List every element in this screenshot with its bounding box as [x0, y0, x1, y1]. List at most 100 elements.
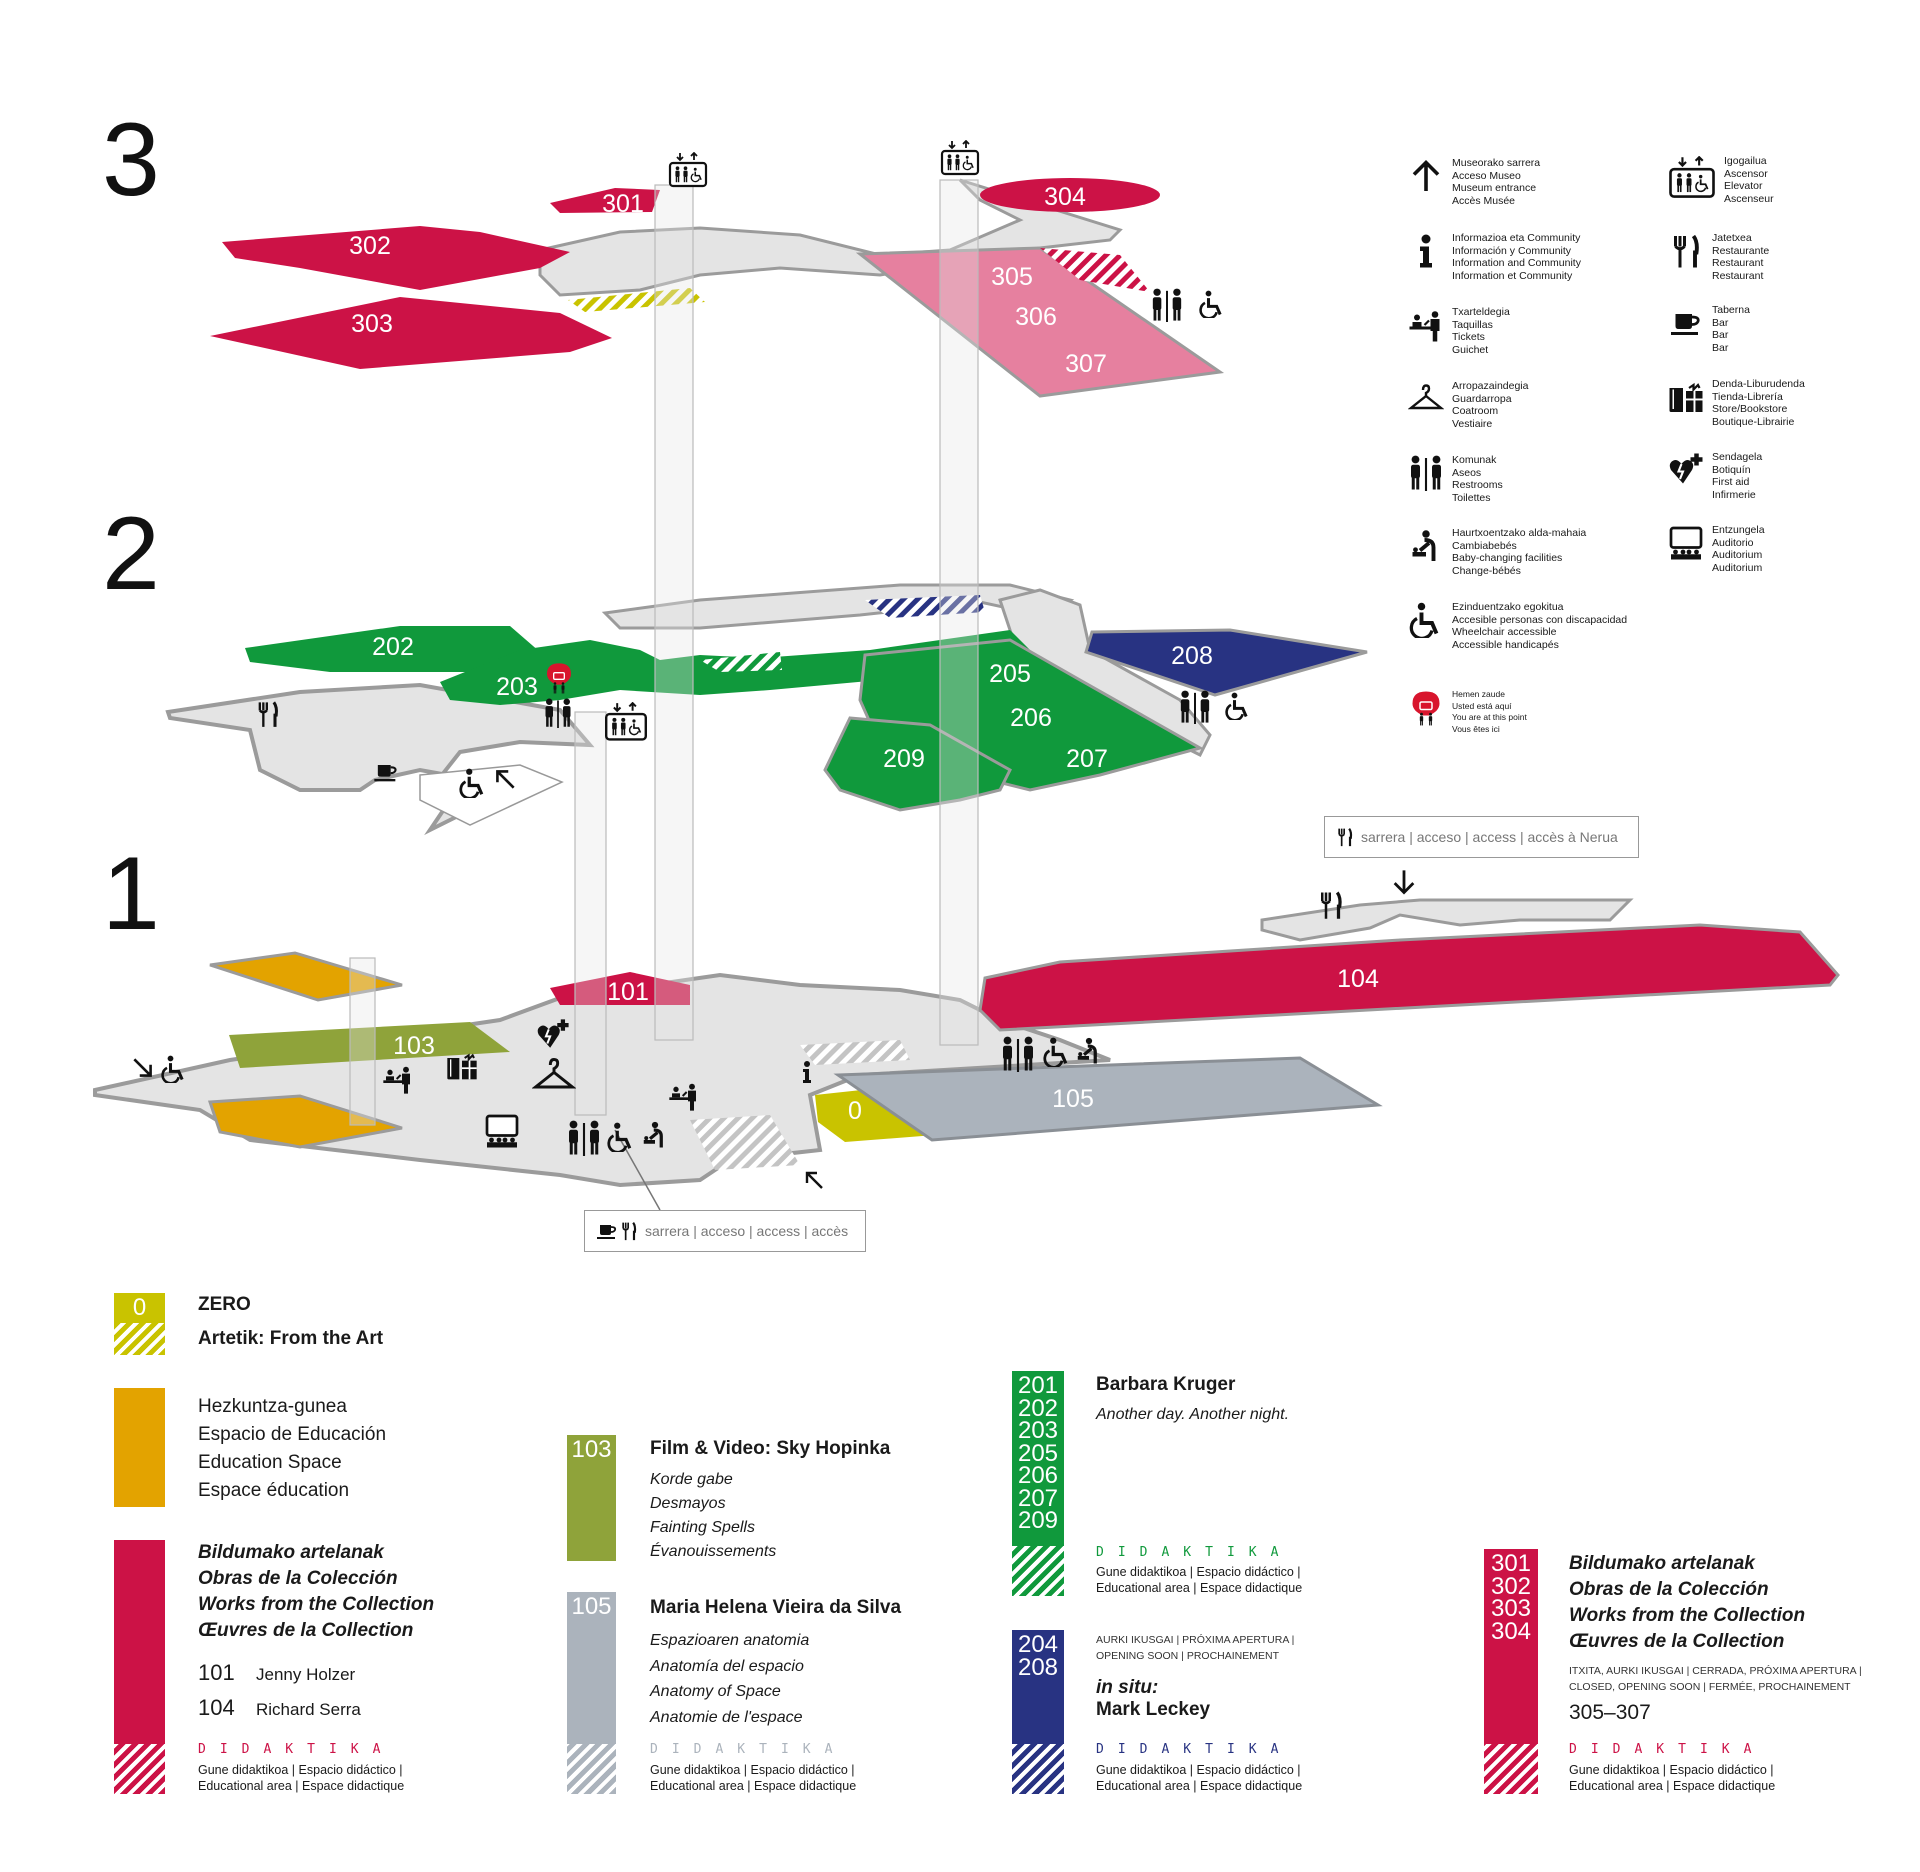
room-number: 104 — [198, 1695, 235, 1720]
legend-label-line: Información y Community — [1452, 244, 1572, 257]
room-label-103: 103 — [393, 1032, 435, 1060]
room-number: 303 — [1490, 1595, 1532, 1622]
legend-label-line: Jatetxea — [1712, 232, 1752, 244]
wheelchair-icon — [1408, 602, 1444, 638]
room-209 — [823, 716, 1012, 812]
floor-2-number: 2 — [102, 496, 160, 612]
legend-label-line: Taberna — [1712, 304, 1750, 316]
legend-label-line: First aid — [1712, 476, 1750, 488]
work-title: Korde gabe — [650, 1471, 733, 1488]
hopinka-title: Film & Video: Sky Hopinka — [650, 1438, 891, 1459]
legend-label-line: Acceso Museo — [1452, 169, 1521, 182]
room-label-203: 203 — [496, 673, 538, 701]
room-label-206: 206 — [1010, 704, 1052, 732]
education-space-lower — [207, 1094, 403, 1149]
floor-3-circulation — [538, 178, 1123, 297]
room-label-0: 0 — [848, 1097, 862, 1125]
floor-1-number: 1 — [102, 836, 160, 952]
main-access-box: sarrera | acceso | access | accès — [584, 1210, 866, 1252]
legend-label-line: Vestiaire — [1452, 417, 1493, 430]
didaktika-line: Educational area | Espace didactique — [1096, 1581, 1303, 1595]
hopinka-works: Korde gabe Desmayos Fainting Spells Évan… — [650, 1468, 776, 1564]
didaktika-title: DIDAKTIKA — [1096, 1742, 1293, 1757]
didaktika-subtitle: Gune didaktikoa | Espacio didáctico |Edu… — [198, 1762, 404, 1794]
legend-label-line: Store/Bookstore — [1712, 403, 1788, 415]
education-line: Espacio de Educación — [198, 1424, 387, 1445]
education-swatch — [114, 1388, 165, 1507]
exhibition-subtitle: Espazioaren anatomia — [650, 1632, 810, 1649]
floor-plan-map: 101 103 104 105 0 202 203 205 206 207 20… — [93, 0, 1840, 1211]
legend-label-line: Hemen zaude — [1452, 689, 1505, 699]
wheelchair-icon — [1225, 692, 1248, 720]
leckey-title-line: in situ: — [1096, 1677, 1159, 1698]
education-line: Education Space — [198, 1452, 342, 1473]
legend-label-line: Tickets — [1452, 331, 1485, 343]
collection1-line: Obras de la Colección — [198, 1568, 398, 1589]
collection1-hatch — [114, 1744, 165, 1794]
zero-hatch — [114, 1323, 165, 1355]
legend-label-line: Museorako sarrera — [1452, 157, 1541, 169]
didaktika-subtitle: Gune didaktikoa | Espacio didáctico |Edu… — [1096, 1762, 1302, 1794]
collection3-text: Bildumako artelanak Obras de la Colecció… — [1569, 1551, 1805, 1655]
didaktika-line: Gune didaktikoa | Espacio didáctico | — [650, 1763, 855, 1777]
legend-label-line: Igogailua — [1724, 155, 1767, 167]
collection3-line: Obras de la Colección — [1569, 1579, 1769, 1600]
legend-label-line: Vous êtes ici — [1452, 723, 1500, 734]
floor-3-number: 3 — [102, 102, 160, 218]
didaktika-line: Educational area | Espace didactique — [198, 1779, 405, 1793]
legend-label-line: Bar — [1712, 316, 1729, 329]
room-105 — [833, 1056, 1383, 1142]
legend-label-line: Information and Community — [1452, 257, 1581, 269]
collection3-hatch — [1484, 1744, 1538, 1794]
exhibition-subtitle: Anatomía del espacio — [650, 1657, 804, 1675]
legend-label-line: Wheelchair accessible — [1452, 626, 1557, 638]
didaktika-line: Gune didaktikoa | Espacio didáctico | — [1096, 1763, 1301, 1777]
elevator-shafts — [349, 179, 979, 1126]
hanger-icon — [1408, 381, 1444, 417]
didaktika-title: DIDAKTIKA — [1096, 1545, 1293, 1560]
leckey-swatch: 204 208 — [1012, 1630, 1064, 1744]
elevator-icon — [606, 703, 646, 739]
access-pointer-line — [614, 1129, 661, 1211]
room-label-105: 105 — [1052, 1085, 1094, 1113]
legend-label-line: Museum entrance — [1452, 182, 1537, 194]
elevator-icon — [1668, 156, 1716, 199]
room-label-305: 305 — [991, 263, 1033, 291]
main-stairs — [690, 1115, 800, 1170]
room-number: 101 — [198, 1660, 235, 1685]
restaurant-icon — [619, 1217, 639, 1245]
legend-label-line: Coatroom — [1452, 405, 1499, 417]
elevator-shaft — [939, 179, 979, 1046]
baby-icon — [1408, 528, 1444, 564]
restaurant-nerua-floor — [1260, 898, 1634, 942]
kruger-title: Barbara Kruger — [1096, 1374, 1236, 1395]
floor-2-didaktika — [700, 652, 782, 672]
legend-label-line: Toilettes — [1452, 491, 1491, 504]
collection3-status: ITXITA, AURKI IKUSGAI | CERRADA, PRÓXIMA… — [1569, 1663, 1862, 1695]
collection1-text: Bildumako artelanak Obras de la Colecció… — [198, 1540, 434, 1644]
didaktika-line: Gune didaktikoa | Espacio didáctico | — [1096, 1565, 1301, 1579]
legend-label-line: Auditorium — [1712, 561, 1763, 574]
status-line: CLOSED, OPENING SOON | FERMÉE, PROCHAINE… — [1569, 1681, 1851, 1693]
vieira-hatch — [567, 1744, 616, 1794]
status-line: OPENING SOON | PROCHAINEMENT — [1096, 1650, 1279, 1662]
room-label-205: 205 — [989, 660, 1031, 688]
legend-label-line: Infirmerie — [1712, 488, 1756, 501]
restaurant-icon — [1668, 233, 1704, 269]
room-number: 205 — [1017, 1439, 1059, 1467]
zero-title: ZERO — [198, 1294, 251, 1315]
floor-3-didaktika-red — [1040, 248, 1150, 292]
legend-label-line: Haurtxoentzako alda-mahaia — [1452, 527, 1587, 539]
